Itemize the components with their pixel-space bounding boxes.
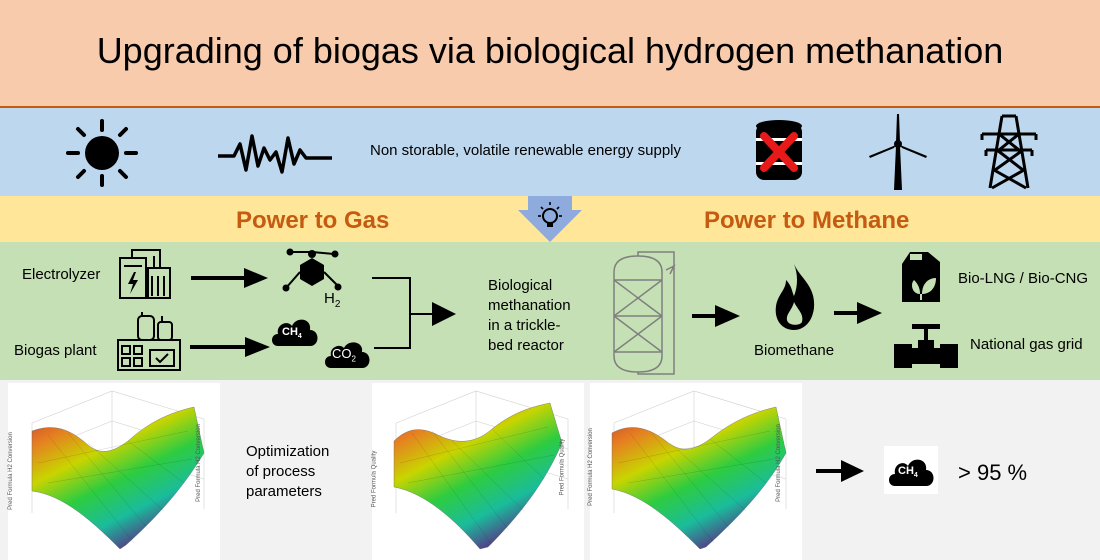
result-arrow — [816, 460, 864, 482]
biogas-plant-icon — [117, 312, 181, 371]
no-storage-barrel-icon — [756, 120, 802, 180]
electrolyzer-icon — [119, 249, 171, 299]
surface-plot-3 — [611, 390, 787, 550]
hydrogen-molecule-icon — [282, 248, 342, 292]
gas-grid-valve-icon — [894, 324, 958, 368]
h2-label: H2 — [324, 290, 341, 310]
biomethane-label: Biomethane — [754, 342, 835, 359]
optimization-caption: Optimization of process parameters — [246, 443, 330, 500]
trickle-bed-reactor-icon — [613, 251, 676, 375]
biogas-plant-label: Biogas plant — [14, 342, 97, 359]
surface-plot-2-zlabel: Pred Formula Quality — [371, 450, 378, 508]
wind-turbine-icon — [869, 114, 927, 190]
surface-plot-1-zlabel-right: Pred Formula H2 Conversion — [195, 424, 202, 502]
reactor-description: Biological methanation in a trickle-bed … — [488, 277, 571, 354]
co2-cloud-icon — [325, 342, 370, 368]
page-title: Upgrading of biogas via biological hydro… — [96, 30, 1004, 71]
electrolyzer-label: Electrolyzer — [22, 266, 101, 283]
sun-icon — [66, 119, 138, 187]
surface-plot-1 — [31, 390, 205, 550]
methane-result-cloud-icon — [889, 459, 934, 486]
surface-plot-3-zlabel: Pred Formula H2 Conversion — [587, 428, 594, 506]
surface-plot-2 — [393, 390, 569, 550]
power-pylon-icon — [980, 114, 1038, 190]
bio-lng-label: Bio-LNG / Bio-CNG — [958, 270, 1089, 287]
gas-grid-label: National gas grid — [970, 336, 1083, 353]
energy-supply-caption: Non storable, volatile renewable energy … — [370, 142, 682, 159]
volatility-wave-icon — [218, 134, 332, 174]
surface-plot-3-zlabel-right: Pred Formula H2 Conversion — [775, 424, 782, 502]
ch4-cloud-label: CH4 — [282, 326, 302, 341]
title-band — [0, 0, 1100, 108]
surface-plot-2-zlabel-right: Pred Formula Quality — [559, 438, 566, 496]
lightbulb-down-arrow-icon — [518, 196, 582, 242]
methane-cloud-icon — [272, 319, 318, 346]
bio-fuel-canister-icon — [902, 252, 940, 302]
methane-result-label: CH4 — [898, 465, 918, 480]
flame-icon — [775, 264, 815, 330]
power-to-methane-label: Power to Methane — [704, 207, 910, 234]
process-arrows — [190, 268, 882, 357]
methane-content-result: > 95 % — [958, 460, 1028, 485]
surface-plot-1-zlabel: Pred Formula H2 Conversion — [7, 432, 14, 510]
co2-cloud-label: CO2 — [332, 346, 356, 364]
power-to-gas-label: Power to Gas — [236, 207, 390, 234]
